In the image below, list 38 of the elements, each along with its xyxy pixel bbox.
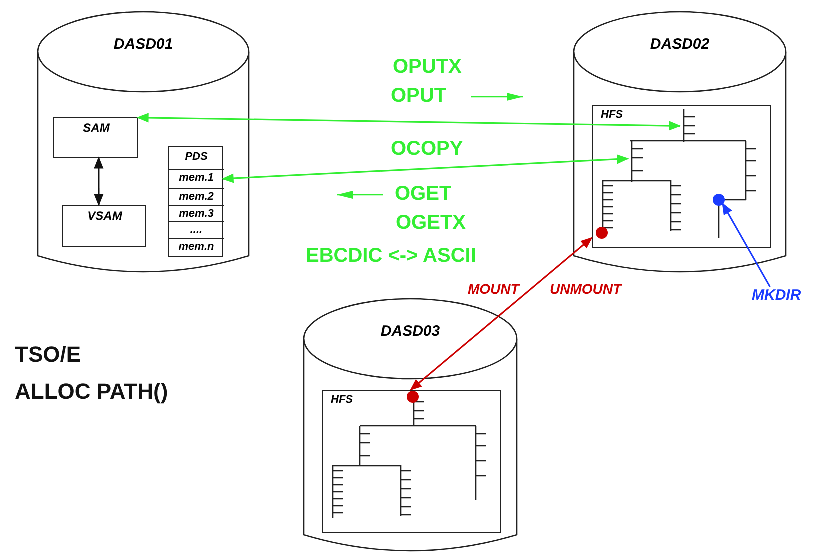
command-label: OGET	[395, 183, 452, 206]
heading: TSO/E	[15, 342, 82, 368]
file-system-label: HFS	[331, 394, 353, 406]
disk-label: DASD03	[380, 323, 442, 340]
dataset-label: VSAM	[86, 209, 124, 223]
member-label: mem.n	[178, 241, 216, 253]
command-label: MKDIR	[752, 287, 802, 304]
command-label: OPUTX	[393, 56, 462, 79]
arrow	[94, 156, 104, 206]
conversion-label: EBCDIC <-> ASCII	[306, 245, 476, 268]
file-system-box	[322, 390, 501, 533]
arrow	[136, 113, 682, 131]
arrow	[722, 202, 771, 288]
member-label: mem.3	[178, 208, 215, 220]
mount-point-dot	[713, 194, 725, 206]
member-label: mem.2	[178, 191, 215, 203]
command-label: OGETX	[396, 212, 466, 235]
dataset-box	[53, 117, 138, 158]
file-system-box	[592, 105, 771, 248]
command-label: OCOPY	[391, 138, 464, 161]
member-label: ....	[189, 224, 204, 236]
arrow	[222, 154, 630, 184]
mount-point-dot	[596, 227, 608, 239]
file-system-label: HFS	[601, 109, 623, 121]
member-label: mem.1	[178, 172, 215, 184]
disk-label: DASD01	[112, 36, 174, 53]
disk-label: DASD02	[649, 36, 711, 53]
dataset-box	[62, 205, 146, 247]
dataset-label: SAM	[82, 121, 111, 135]
command-label: ALLOC PATH()	[15, 379, 168, 405]
mount-point-dot	[407, 391, 419, 403]
dataset-table	[168, 146, 223, 257]
command-label: UNMOUNT	[550, 281, 622, 297]
command-label: OPUT	[391, 85, 447, 108]
directory-branch	[629, 141, 645, 182]
dataset-label: PDS	[184, 151, 209, 163]
arrow	[410, 237, 593, 391]
command-label: MOUNT	[468, 281, 520, 297]
